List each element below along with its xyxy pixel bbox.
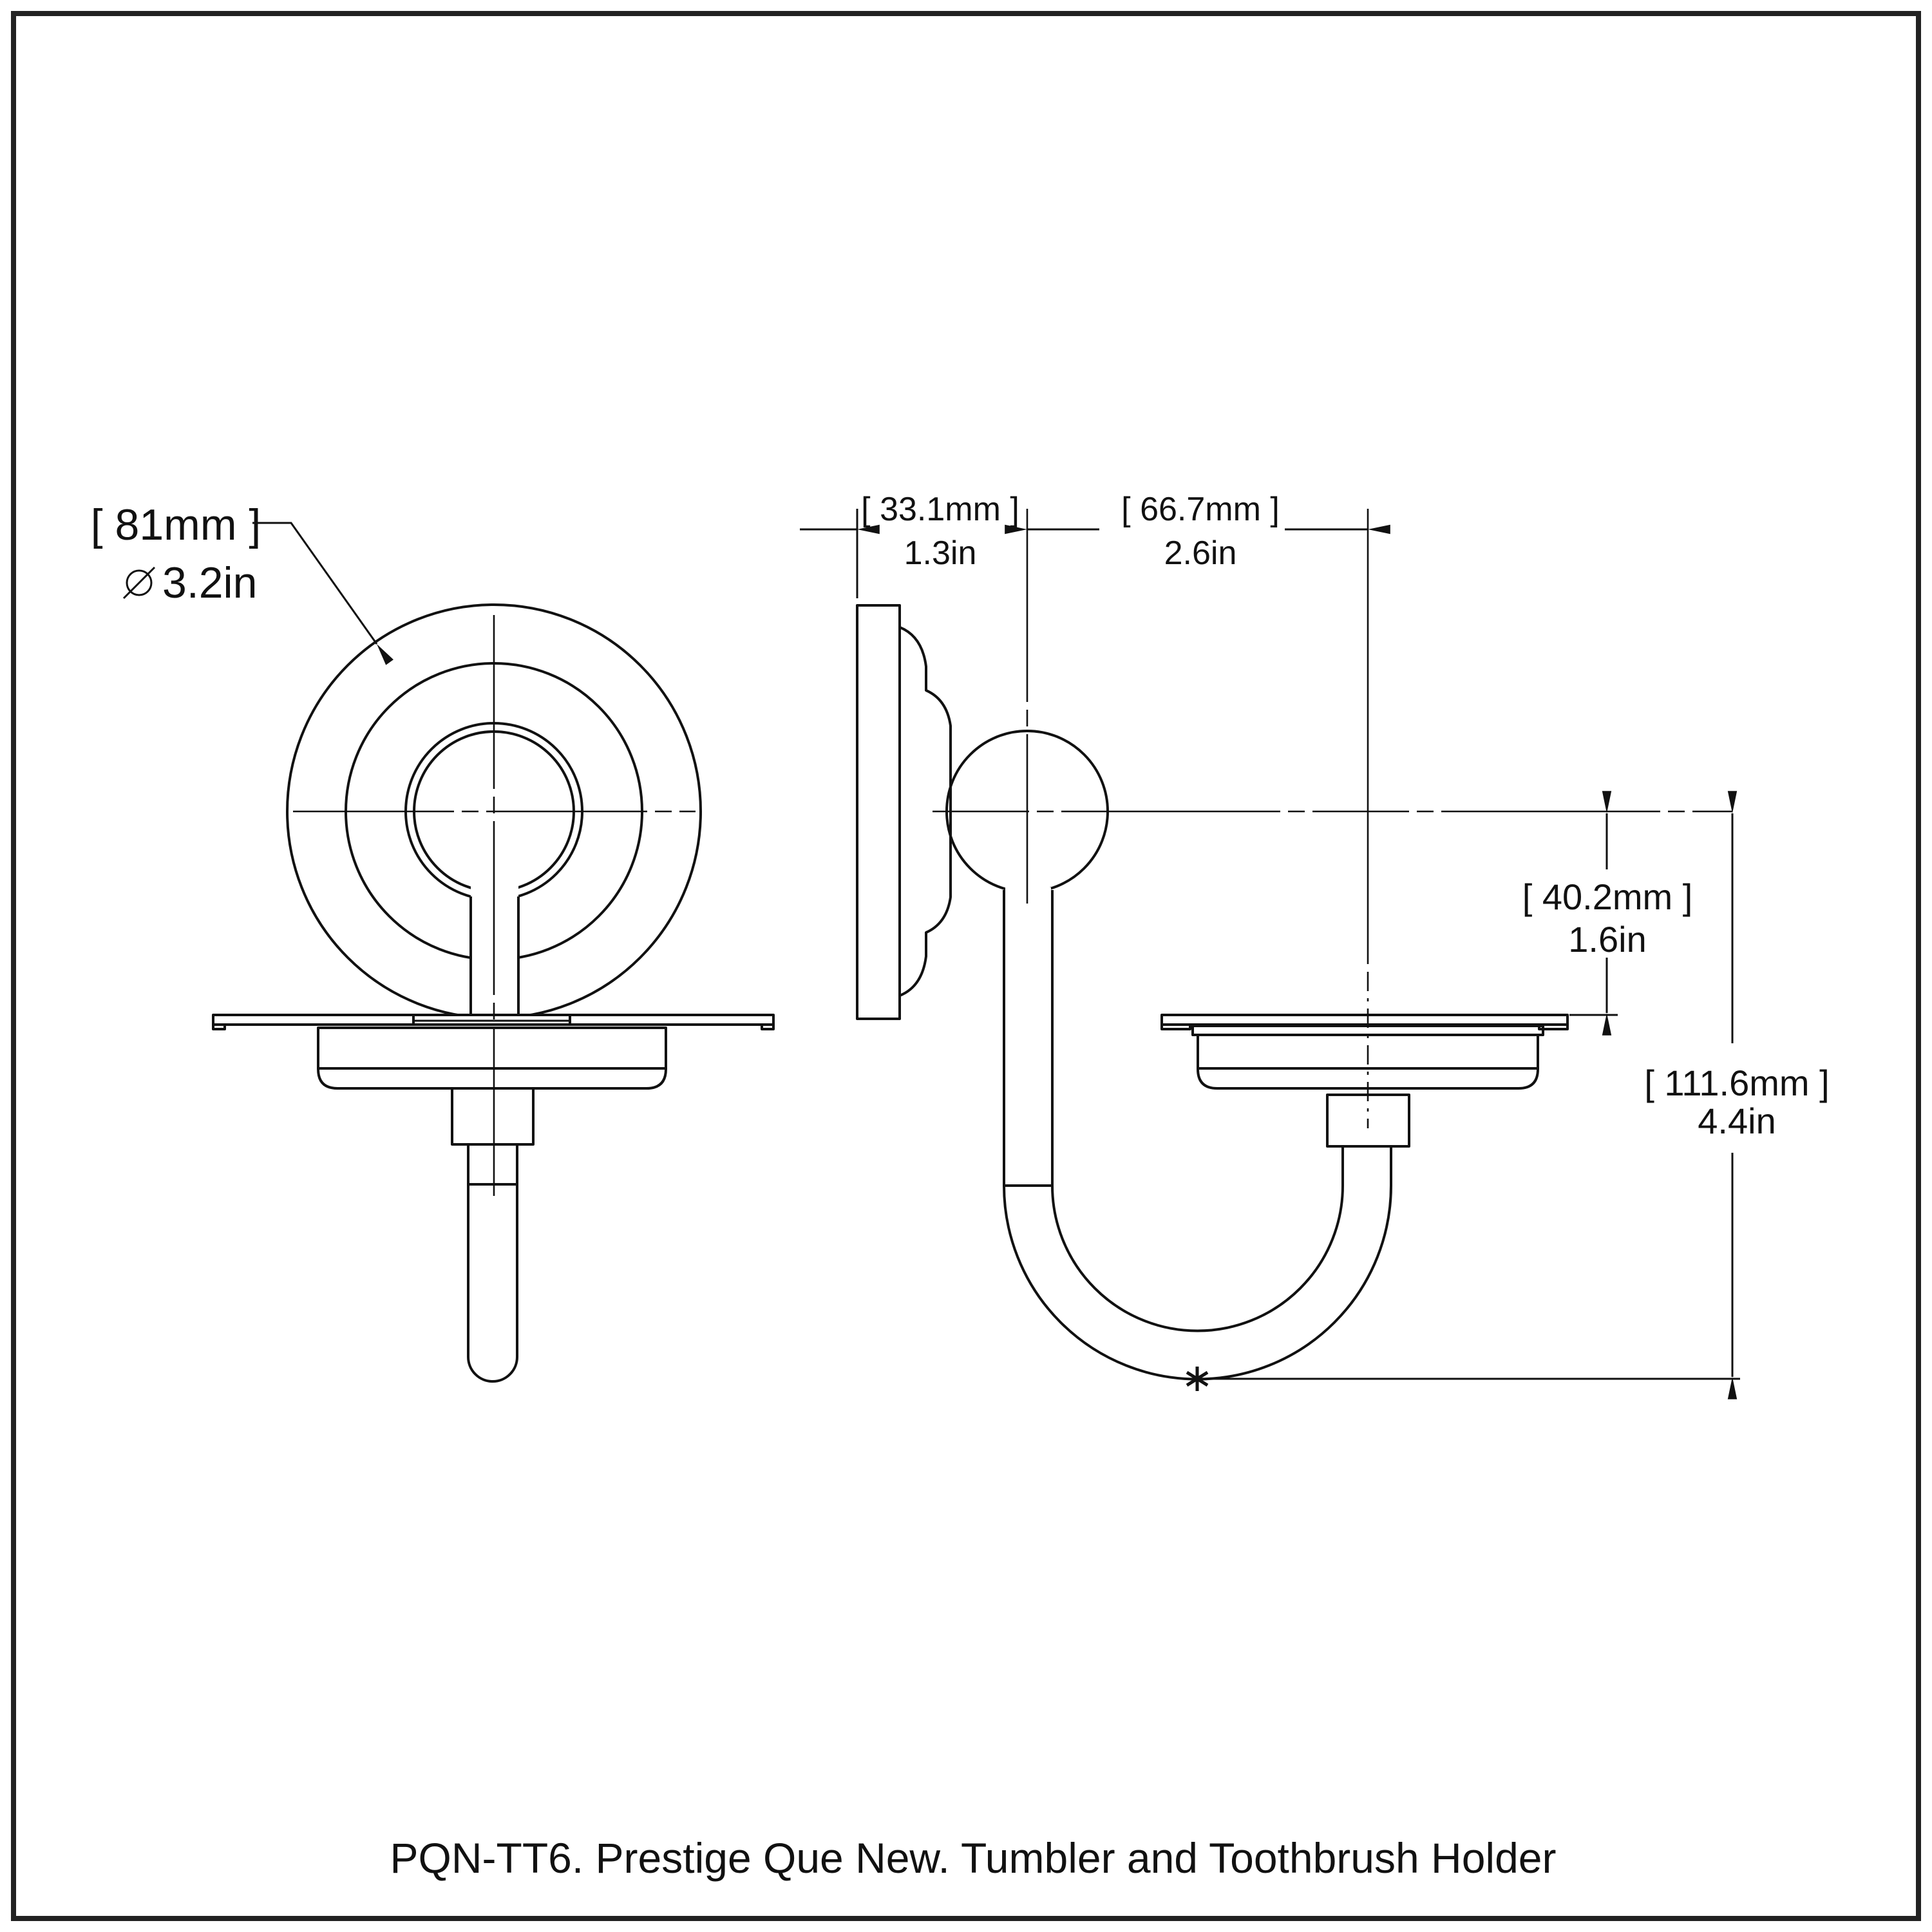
tray-side-left-lip [1160,1023,1191,1030]
diameter-imperial-label: 3.2in [162,558,257,607]
diameter-leader-line [252,522,393,665]
dim-33-imperial-label: 1.3in [904,535,977,572]
tangent-point-marker [1186,1367,1209,1391]
side-view [856,509,1732,1381]
dim-66-imperial-label: 2.6in [1164,535,1237,572]
dim-40-metric-label: [ 40.2mm ] [1522,876,1693,917]
stem-side-mask [1005,887,1051,1185]
tray-front-left-lip [212,1023,226,1030]
caption: PQN-TT6. Prestige Que New. Tumbler and T… [390,1834,1557,1882]
page-border [11,11,1921,1921]
holder-dish-front [317,1027,667,1090]
hook-u-bend-outer [1003,1185,1392,1381]
mount-block-front [451,1087,535,1146]
dimension-annotations: [ 81mm ] 3.2in [ 33.1mm ] 1.3in [ 66.7mm… [91,491,1830,1399]
tray-front-right-lip [761,1023,775,1030]
dim-66-metric-label: [ 66.7mm ] [1121,491,1280,528]
diameter-symbol-slash [122,566,156,600]
front-view [212,603,775,1383]
diameter-metric-label: [ 81mm ] [91,500,261,549]
diameter-symbol-icon [122,566,156,600]
wall-plate-side [856,604,901,1020]
dim-111-metric-label: [ 111.6mm ] [1644,1063,1829,1103]
hook-front [467,1144,518,1383]
dim-111-imperial-label: 4.4in [1698,1101,1776,1141]
hook-u-bend-inner [1051,1185,1344,1332]
dim-33-metric-label: [ 33.1mm ] [861,491,1019,528]
dim-40-imperial-label: 1.6in [1568,919,1646,960]
diameter-symbol-circle [126,569,153,596]
tray-side [1160,1014,1569,1026]
